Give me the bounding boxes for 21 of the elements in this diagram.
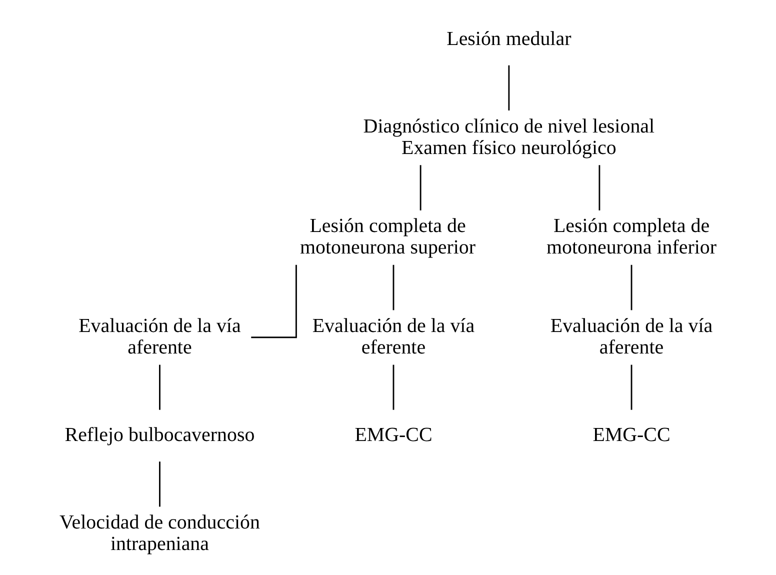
node-text: Evaluación de la vía aferente xyxy=(550,314,712,358)
node-text: Velocidad de conducción intrapeniana xyxy=(59,512,260,556)
node-text: Reflejo bulbocavernoso xyxy=(64,424,254,446)
connector xyxy=(392,264,394,310)
node-text: Lesión medular xyxy=(446,28,571,50)
connector xyxy=(508,65,510,110)
node-text: EMG-CC xyxy=(354,424,432,446)
connector xyxy=(250,264,296,338)
connector xyxy=(158,462,160,507)
connector xyxy=(598,165,600,210)
connector xyxy=(630,364,632,410)
node-text: Lesión completa de motoneurona inferior xyxy=(546,215,716,259)
node-text: Diagnóstico clínico de nivel lesional Examen físico neurológico xyxy=(362,115,654,159)
connector xyxy=(419,165,421,210)
connector xyxy=(158,364,160,410)
connector xyxy=(630,264,632,310)
node-text: Lesión completa de motoneurona superior xyxy=(300,215,476,259)
node-text: Evaluación de la vía aferente xyxy=(78,314,240,358)
connector xyxy=(392,364,394,410)
node-text: EMG-CC xyxy=(592,424,670,446)
node-text: Evaluación de la vía eferente xyxy=(312,314,474,358)
